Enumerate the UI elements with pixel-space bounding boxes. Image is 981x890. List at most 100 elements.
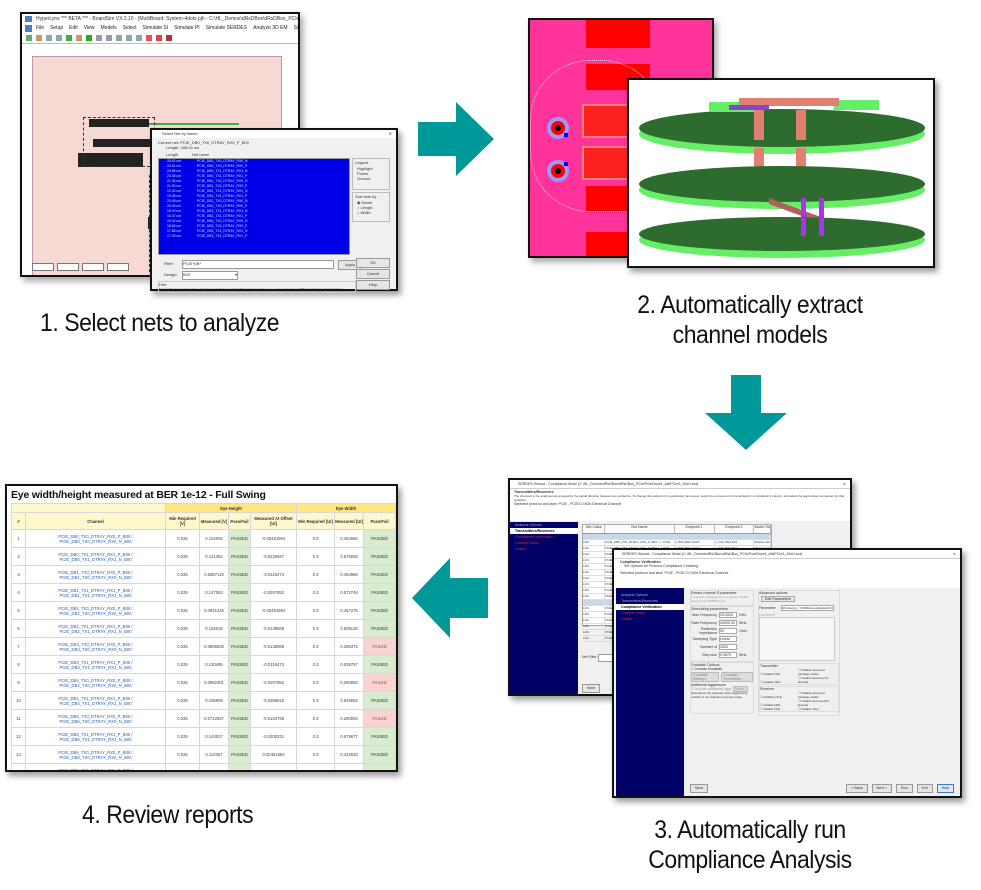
save-button[interactable]: Save [690,784,708,793]
channel-link[interactable]: PCIE_DB3_TX1_DTRAY_RX1_P_B00 /PCIE_DB3_T… [25,655,166,674]
board-tab[interactable] [57,263,79,271]
aggressors-checkbox[interactable]: ☐ Include additional aggr. Setup... [691,686,748,692]
channel-link[interactable]: PCIE_DB2_TX0_DTRAY_RX0_P_B00 /PCIE_DB2_T… [25,601,166,620]
toolbar-sim-icon[interactable] [146,35,152,41]
menu-item[interactable]: View [83,25,95,31]
channel-link[interactable]: PCIE_DB0_TX0_DTRAY_RX0_P_B00 /PCIE_DB0_T… [25,529,166,548]
board-tab[interactable] [107,263,129,271]
wizard-next-button[interactable]: Next > [871,784,892,793]
menu-item[interactable]: Models [100,25,117,31]
channel-link[interactable]: PCIE_DB3_TX0_DTRAY_RX0_P_B00 /PCIE_DB3_T… [25,637,166,656]
wizard-nav-item[interactable]: Channel Setup [515,541,539,545]
wizard-nav-item[interactable]: Output [515,547,526,551]
toolbar-probe-icon[interactable] [156,35,162,41]
sort-length-radio[interactable]: ○ Length [357,205,373,210]
option-checkbox[interactable]: ☐ Disable Jitter [798,707,819,711]
stim-field-input[interactable]: 25.0000 [719,612,737,618]
menu-item[interactable]: Select [122,25,137,31]
extract-checkbox[interactable]: ☐ Include packages from IC device models… [691,595,749,603]
wizard-nav-item[interactable]: Compliance Verification [515,535,553,539]
wizard-run-button[interactable]: Run [896,784,913,793]
option-checkbox[interactable]: ☐ Disable FFE [760,672,781,676]
channel-link[interactable]: PCIE_DB6_TX0_DTRAY_RX0_P_B00 /PCIE_DB6_T… [25,745,166,764]
sort-name-radio[interactable]: ◉ Name [357,200,373,205]
edit-parameters-button[interactable]: Edit Parameters [761,596,795,602]
endpoint-col-header[interactable]: Net Name [605,525,675,533]
wizard-back-button[interactable]: < Back [846,784,868,793]
stim-field-input[interactable]: 2500 [719,644,737,650]
close-icon[interactable]: ✕ [388,131,392,136]
board-tab[interactable] [32,263,54,271]
menu-item[interactable]: Sim [293,25,299,31]
channel-link[interactable]: PCIE_DB4_TX0_DTRAY_RX0_P_B00 /PCIE_DB4_T… [25,673,166,692]
crosstalk-checkbox[interactable]: ☐ Include crosstalk [691,667,722,671]
wizard-nav-item[interactable]: Transmitters/Receivers [621,599,658,603]
wizard-nav-item[interactable]: Analysis Options [621,593,648,597]
crosstalk-settings-button[interactable]: Crosstalk Settings [691,672,720,682]
parameter-select[interactable]: Windowing = 0.5dBderived/applied/0.0 [780,605,835,611]
option-checkbox[interactable]: ☐ Disable Jitter [760,680,781,684]
wizard-nav-item[interactable]: Transmitters/Receivers [510,528,578,534]
option-checkbox[interactable]: ☐ Disable assumed Tx Encode [798,676,829,684]
wizard-nav-item[interactable]: Compliance Verification [616,604,684,610]
stim-field-input[interactable]: Linear [719,636,737,642]
option-checkbox[interactable]: ☐ Disable assumed Rx Encode [798,699,830,707]
3d-model-view[interactable] [627,78,935,268]
close-icon[interactable]: ✕ [952,552,956,556]
menu-item[interactable]: Simulate SERDES [205,25,248,31]
option-checkbox[interactable]: ☐ Disable CTLE [760,695,783,699]
option-checkbox[interactable]: ☐ Disable DFE [760,703,781,707]
channel-link[interactable]: PCIE_DB1_TX0_DTRAY_RX0_P_B00 /PCIE_DB1_T… [25,565,166,584]
crosstalk-thresholds-button[interactable]: Crosstalk Thresholds [721,672,753,682]
close-icon[interactable]: ✕ [842,482,846,486]
endpoint-row[interactable] [583,534,772,540]
toolbar-open-icon[interactable] [36,35,42,41]
menu-item[interactable]: File [36,25,45,31]
col-length-header[interactable]: Length [166,152,179,157]
channel-link[interactable]: PCIE_DB5_TX1_DTRAY_RX1_P_B00 /PCIE_DB5_T… [25,727,166,746]
stim-field-input[interactable]: 50 [719,628,737,634]
toolbar-folder-icon[interactable] [76,35,82,41]
toolbar-print-icon[interactable] [56,35,62,41]
channel-link[interactable]: PCIE_DB5_TX0_DTRAY_RX0_P_B00 /PCIE_DB5_T… [25,709,166,728]
menu-item[interactable]: Simulate SI [142,25,169,31]
filter-input[interactable]: PCIE*DB* [182,260,334,269]
stim-field-input[interactable]: 40000.00 [719,620,737,626]
option-checkbox[interactable]: ☐ Disable FFE [760,707,781,711]
endpoint-col-header[interactable]: Net Class [583,525,606,533]
toolbar-layers-icon[interactable] [86,35,92,41]
wizard-nav-item[interactable]: Channel Setup [621,611,645,615]
channel-link[interactable]: PCIE_DB2_TX1_DTRAY_RX1_P_B00 /PCIE_DB2_T… [25,619,166,638]
design-select[interactable]: B00▾ [182,271,238,280]
endpoint-col-header[interactable]: Endpoint 2 [715,525,755,533]
menu-item[interactable]: Analyze 3D EM [253,25,288,31]
toolbar-fit-icon[interactable] [116,35,122,41]
comment-textarea[interactable] [759,617,835,661]
toolbar-save-icon[interactable] [46,35,52,41]
save-button[interactable]: Save [582,684,600,693]
stim-field-input[interactable]: 9.9875 [719,652,737,658]
channel-link[interactable]: PCIE_DB1_TX1_DTRAY_RX1_P_B00 /PCIE_DB1_T… [25,583,166,602]
board-tab[interactable] [82,263,104,271]
sort-width-radio[interactable]: ○ Width [357,210,371,215]
endpoint-col-header[interactable]: Endpoint 1 [675,525,715,533]
menu-item[interactable]: Simulate PI [174,25,200,31]
wizard-nav-item[interactable]: Output [621,617,632,621]
toolbar-waveform-icon[interactable] [136,35,142,41]
wizard-help-button[interactable]: Help [936,784,954,793]
toolbar-board-icon[interactable] [66,35,72,41]
toolbar-new-icon[interactable] [26,35,32,41]
